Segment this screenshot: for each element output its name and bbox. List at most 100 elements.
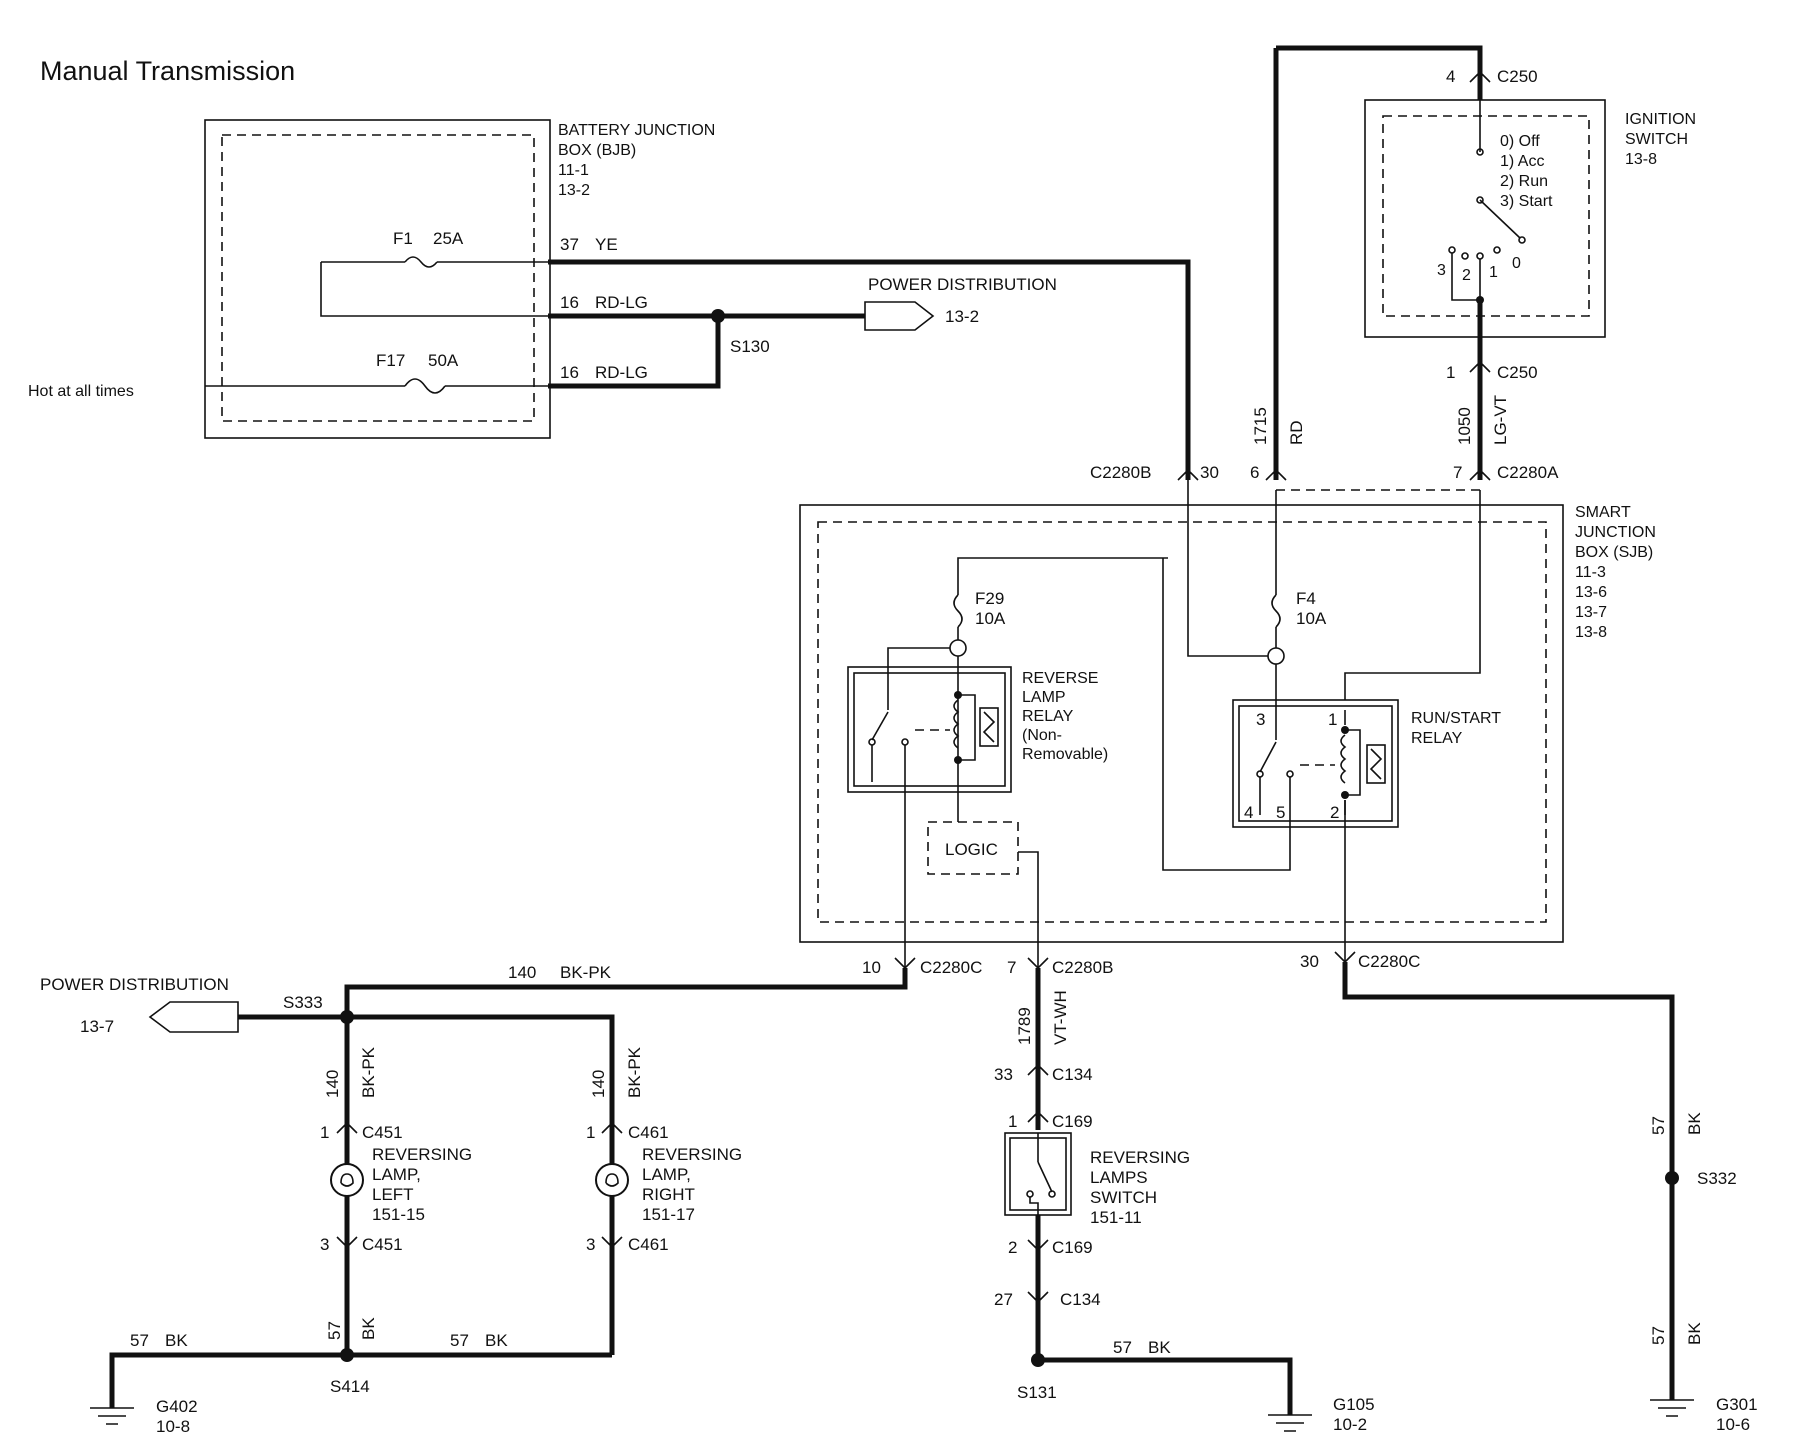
ignition-terminal-2: 2 (1462, 267, 1471, 284)
sjb-ref-2: 13-6 (1575, 584, 1607, 601)
ignition-terminal-0: 0 (1512, 255, 1521, 272)
wire-57-vertical-color: BK (359, 1317, 378, 1340)
splice-s333-label: S333 (283, 993, 323, 1012)
sjb-title-3: BOX (SJB) (1575, 544, 1653, 561)
reversing-switch-circuit: 7 C2280B 1789 VT-WH 33 C134 1 C169 REVER… (994, 942, 1375, 1434)
sjb-title-2: JUNCTION (1575, 524, 1656, 541)
sjb-ref-4: 13-8 (1575, 624, 1607, 641)
bjb-title-1: BATTERY JUNCTION (558, 122, 715, 139)
power-distribution-top-ref: 13-2 (945, 307, 979, 326)
left-wire-140-color: BK-PK (359, 1046, 378, 1098)
reversing-lamps-circuit: 10 C2280C 140 BK-PK S333 POWER DISTRIBUT… (40, 942, 982, 1436)
switch-1: REVERSING (1090, 1148, 1190, 1167)
fuse-f17-label: F17 (376, 351, 405, 370)
sjb-top-connectors: C2280B 30 6 7 C2280A (1090, 463, 1559, 491)
c2280b-bottom-label: C2280B (1052, 958, 1113, 977)
sjb-ref-3: 13-7 (1575, 604, 1607, 621)
ground-g105-ref: 10-2 (1333, 1415, 1367, 1434)
hot-at-all-times-label: Hot at all times (28, 383, 134, 400)
wire-57-mid-circuit: 57 (450, 1331, 469, 1350)
lamp-right-4: 151-17 (642, 1205, 695, 1224)
ignition-pos-acc: 1) Acc (1500, 153, 1544, 170)
fuse-f4-rating: 10A (1296, 609, 1327, 628)
wire-16a-color: RD-LG (595, 293, 648, 312)
left-wire-140-circuit: 140 (323, 1070, 342, 1098)
ground-g402-ref: 10-8 (156, 1417, 190, 1436)
c250-top-pin: 4 (1446, 67, 1455, 86)
c169-bottom-pin: 2 (1008, 1238, 1017, 1257)
lamp-left-1: REVERSING (372, 1145, 472, 1164)
logic-label: LOGIC (945, 840, 998, 859)
runstart-pin-3: 3 (1256, 710, 1265, 729)
splice-s332-label: S332 (1697, 1169, 1737, 1188)
c451-bottom-pin: 3 (320, 1235, 329, 1254)
right-wire-140-circuit: 140 (589, 1070, 608, 1098)
ignition-title-2: SWITCH (1625, 131, 1688, 148)
runstart-pin-2: 2 (1330, 803, 1339, 822)
c451-top-pin: 1 (320, 1123, 329, 1142)
reverse-relay-3: RELAY (1022, 708, 1074, 725)
c134-bottom-pin: 27 (994, 1290, 1013, 1309)
smart-junction-box: SMART JUNCTION BOX (SJB) 11-3 13-6 13-7 … (799, 480, 1656, 943)
splice-s131-label: S131 (1017, 1383, 1057, 1402)
battery-junction-box: BATTERY JUNCTION BOX (BJB) 11-1 13-2 F1 … (204, 119, 715, 439)
c134-top-label: C134 (1052, 1065, 1093, 1084)
bjb-ref-1: 11-1 (558, 162, 589, 179)
fuse-f29-rating: 10A (975, 609, 1006, 628)
wire-37-circuit: 37 (560, 235, 579, 254)
wire-57-s131-circuit: 57 (1113, 1338, 1132, 1357)
ground-g402-label: G402 (156, 1397, 198, 1416)
bjb-title-2: BOX (BJB) (558, 142, 636, 159)
wire-1050-circuit: 1050 (1455, 407, 1474, 445)
runstart-relay-2: RELAY (1411, 730, 1463, 747)
lamp-right-1: REVERSING (642, 1145, 742, 1164)
switch-3: SWITCH (1090, 1188, 1157, 1207)
wire-57-right-2-circuit: 57 (1649, 1326, 1668, 1345)
ignition-pos-start: 3) Start (1500, 193, 1553, 210)
ignition-terminal-1: 1 (1489, 264, 1498, 281)
wire-37-color: YE (595, 235, 618, 254)
switch-2: LAMPS (1090, 1168, 1148, 1187)
fuse-f1-label: F1 (393, 229, 413, 248)
wire-1789-color: VT-WH (1051, 990, 1070, 1045)
lamp-right-2: LAMP, (642, 1165, 691, 1184)
power-distribution-bottom: POWER DISTRIBUTION (40, 975, 229, 994)
wire-57-left-circuit: 57 (130, 1331, 149, 1350)
c2280c-left-pin: 10 (862, 958, 881, 977)
wire-57-s131-color: BK (1148, 1338, 1171, 1357)
fuse-f17-rating: 50A (428, 351, 459, 370)
c250-top-label: C250 (1497, 67, 1538, 86)
wire-57-right-1-circuit: 57 (1649, 1116, 1668, 1135)
sjb-ref-1: 11-3 (1575, 564, 1606, 581)
wire-1715-color: RD (1287, 420, 1306, 445)
splice-s332 (1665, 1171, 1679, 1185)
ignition-pos-run: 2) Run (1500, 173, 1548, 190)
c169-top-label: C169 (1052, 1112, 1093, 1131)
c2280c-right-label: C2280C (1358, 952, 1420, 971)
c2280b-top-label: C2280B (1090, 463, 1151, 482)
reversing-lamp-left-icon (330, 1163, 364, 1197)
c2280c-left-label: C2280C (920, 958, 982, 977)
right-wire-140-color: BK-PK (625, 1046, 644, 1098)
fuse-f29-label: F29 (975, 589, 1004, 608)
wire-16a-circuit: 16 (560, 293, 579, 312)
ignition-title-1: IGNITION (1625, 111, 1696, 128)
wire-57-mid-color: BK (485, 1331, 508, 1350)
c2280b-top-pin: 30 (1200, 463, 1219, 482)
ground-g105-label: G105 (1333, 1395, 1375, 1414)
fuse-f1-rating: 25A (433, 229, 464, 248)
reverse-relay-2: LAMP (1022, 689, 1066, 706)
ground-g402-icon (90, 1407, 134, 1425)
c2280-pin-6: 6 (1250, 463, 1259, 482)
wire-57-vertical-circuit: 57 (325, 1321, 344, 1340)
wire-140-color: BK-PK (560, 963, 612, 982)
wire-16b-circuit: 16 (560, 363, 579, 382)
c250-bottom-pin: 1 (1446, 363, 1455, 382)
runstart-pin-1: 1 (1328, 710, 1337, 729)
c134-top-pin: 33 (994, 1065, 1013, 1084)
lamp-right-3: RIGHT (642, 1185, 695, 1204)
ignition-pos-off: 0) Off (1500, 133, 1540, 150)
runstart-ground-circuit: 30 C2280C 57 BK S332 57 BK G301 10-6 (1300, 815, 1758, 1434)
power-distribution-top: POWER DISTRIBUTION (868, 275, 1057, 294)
